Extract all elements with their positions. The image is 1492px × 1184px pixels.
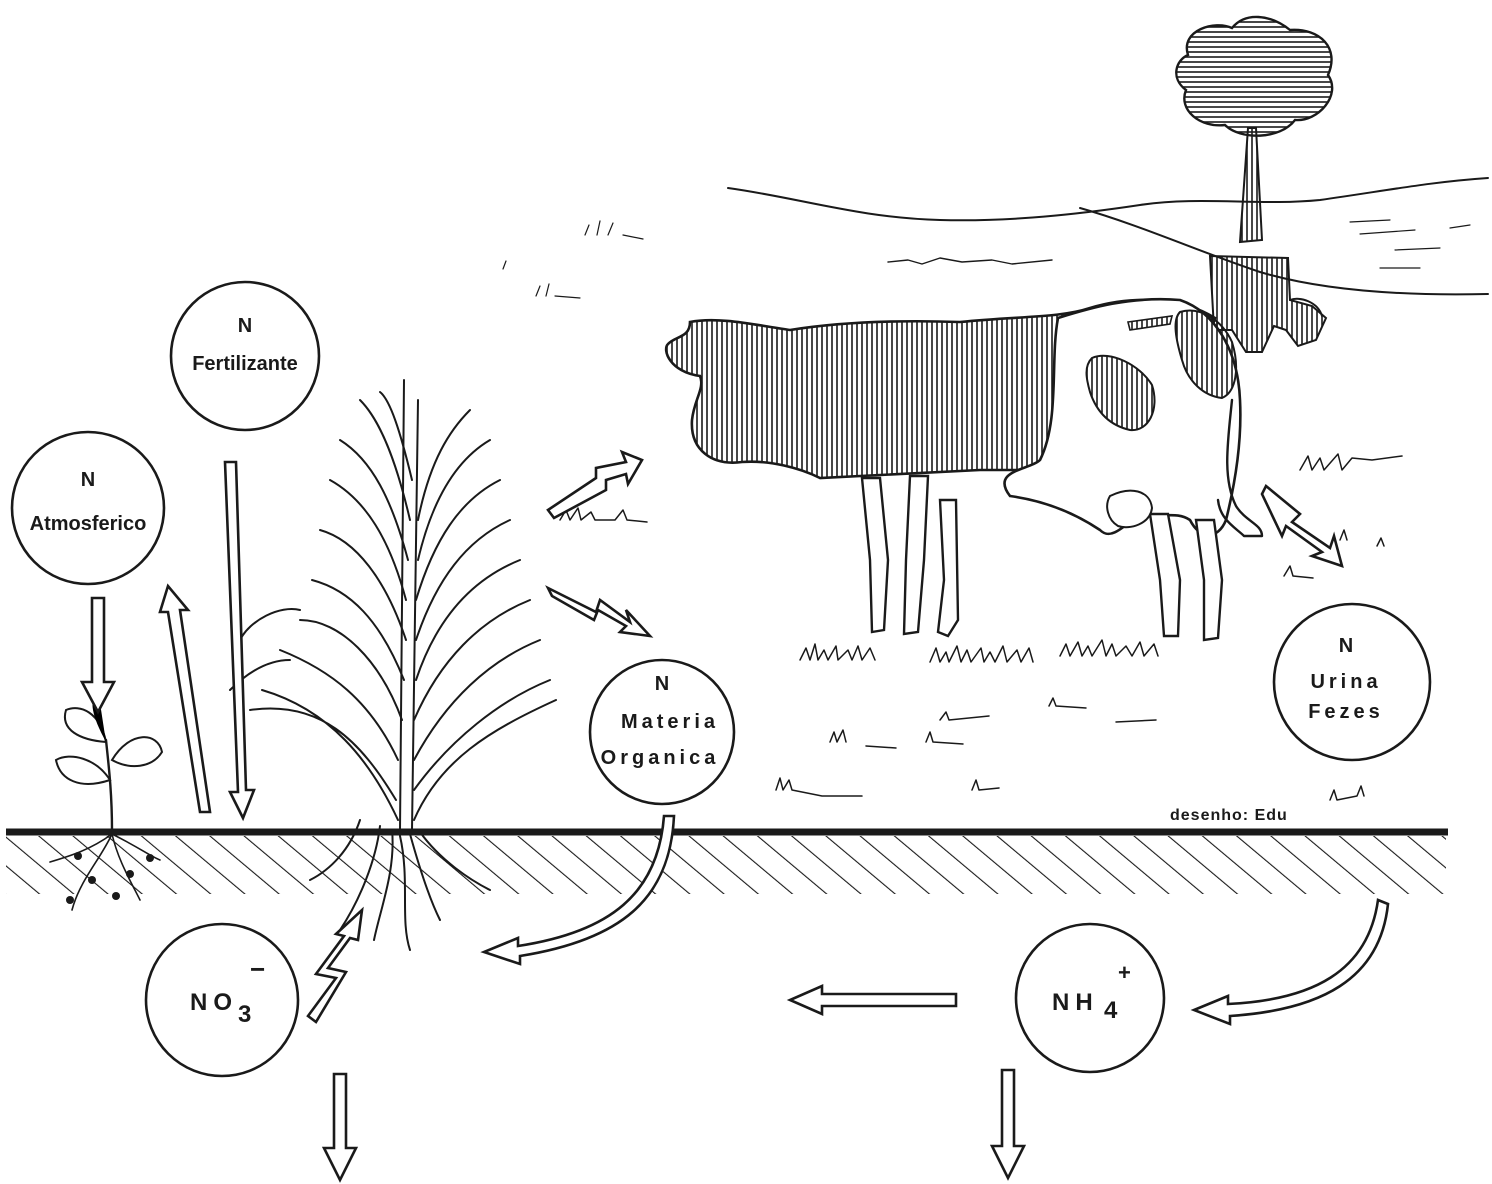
nitrate-charge: −: [250, 954, 265, 984]
node-atmosferico-label: Atmosferico: [30, 513, 147, 535]
arrow-nitrate-to-roots: [308, 910, 362, 1022]
arrow-ammonium-leaching: [992, 1070, 1024, 1178]
node-fertilizante: N Fertilizante: [171, 282, 319, 430]
node-materia-organica-line3: Organica: [601, 747, 720, 769]
ammonium-subscript: 4: [1104, 997, 1118, 1024]
soil-hatching: [6, 836, 1446, 894]
node-materia-organica: N Materia Organica: [590, 660, 734, 804]
arrow-fertilizante-to-soil: [225, 462, 254, 818]
arrow-grass-to-cow: [548, 452, 642, 518]
arrow-nitrate-leaching: [324, 1074, 356, 1180]
node-urina-fezes-n: N: [1339, 635, 1353, 657]
ammonium-formula: NH: [1052, 989, 1099, 1016]
node-fertilizante-label: Fertilizante: [192, 353, 298, 375]
node-urina-fezes-line3: Fezes: [1308, 701, 1384, 723]
node-atmosferico: N Atmosferico: [12, 432, 164, 584]
ammonium-charge: +: [1118, 960, 1131, 985]
arrow-atmosferico-to-seedling: [82, 598, 114, 712]
node-urina-fezes-line2: Urina: [1310, 671, 1381, 693]
arrow-cow-to-urine-feces: [1262, 486, 1342, 566]
nitrate-subscript: 3: [238, 1001, 251, 1028]
node-nitrate: NO 3 −: [146, 924, 298, 1076]
node-urina-fezes: N Urina Fezes: [1274, 604, 1430, 760]
artist-credit: desenho: Edu: [1170, 807, 1288, 824]
arrow-urine-feces-to-ammonium: [1194, 900, 1388, 1024]
arrow-soil-to-atmosphere: [160, 586, 210, 812]
node-materia-organica-n: N: [655, 673, 669, 695]
arrow-grass-to-organic-matter: [548, 588, 650, 636]
landscape-hills: [503, 178, 1488, 298]
nitrate-formula: NO: [190, 989, 238, 1016]
node-atmosferico-n: N: [81, 469, 95, 491]
node-materia-organica-line2: Materia: [621, 711, 719, 733]
tree-illustration: [1176, 17, 1332, 242]
node-fertilizante-n: N: [238, 315, 252, 337]
node-ammonium: NH 4 +: [1016, 924, 1164, 1072]
cow-illustration: [666, 299, 1262, 640]
arrow-ammonium-to-nitrate: [790, 986, 956, 1014]
